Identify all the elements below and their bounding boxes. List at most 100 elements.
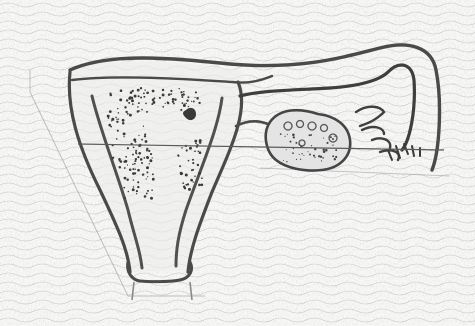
endometrium-dot bbox=[147, 176, 148, 177]
endometrium-dot bbox=[135, 169, 136, 170]
endometrium-dot bbox=[192, 181, 193, 182]
endometrium-dot bbox=[108, 117, 110, 119]
ovary-dot bbox=[313, 155, 315, 157]
endometrium-dot bbox=[134, 160, 136, 162]
endometrium-dot bbox=[198, 151, 200, 153]
endometrium-dot bbox=[128, 97, 131, 100]
endometrium-dot bbox=[146, 156, 149, 159]
endometrium-dot bbox=[128, 191, 130, 193]
endometrium-dot bbox=[152, 90, 155, 93]
ovary-dot bbox=[332, 145, 333, 146]
endometrium-dot bbox=[149, 159, 152, 162]
endometrium-dot bbox=[123, 187, 125, 189]
endometrium-dot bbox=[117, 108, 118, 109]
endometrium-dot bbox=[110, 126, 112, 128]
endometrium-dot bbox=[136, 193, 137, 194]
endometrium-dot bbox=[124, 177, 127, 180]
endometrium-dot bbox=[127, 164, 128, 165]
endometrium-dot bbox=[201, 177, 203, 179]
endometrium-dot bbox=[191, 169, 193, 171]
endometrium-dot bbox=[118, 118, 119, 119]
endometrium-dot bbox=[146, 193, 148, 195]
endometrium-dot bbox=[132, 188, 135, 191]
endometrium-dot bbox=[125, 156, 127, 158]
endometrium-dot bbox=[150, 153, 152, 155]
endometrium-dot bbox=[180, 91, 182, 93]
endometrium-dot bbox=[143, 96, 145, 98]
endometrium-dot bbox=[181, 147, 183, 149]
endometrium-dot bbox=[194, 97, 195, 98]
endometrium-dot bbox=[152, 173, 154, 175]
endometrium-dot bbox=[127, 147, 129, 149]
endometrium-dot bbox=[120, 160, 123, 163]
endometrium-dot bbox=[129, 114, 132, 117]
ovary-dot bbox=[318, 155, 320, 157]
endometrium-dot bbox=[145, 140, 148, 143]
endometrium-dot bbox=[183, 91, 184, 92]
endometrium-dot bbox=[138, 152, 141, 155]
endometrium-dot bbox=[136, 190, 138, 192]
endometrium-dot bbox=[143, 126, 144, 127]
endometrium-dot bbox=[162, 93, 165, 96]
endometrium-dot bbox=[152, 178, 155, 181]
endometrium-dot bbox=[186, 103, 187, 104]
endometrium-dot bbox=[125, 111, 127, 113]
endometrium-dot bbox=[187, 96, 189, 98]
endometrium-dot bbox=[178, 88, 179, 89]
endometrium-dot bbox=[195, 142, 197, 144]
endometrium-dot bbox=[137, 186, 139, 188]
ovary-dot bbox=[322, 149, 324, 151]
endometrium-dot bbox=[120, 89, 123, 92]
endometrium-dot bbox=[162, 89, 164, 91]
endometrium-dot bbox=[144, 133, 146, 135]
endometrium-dot bbox=[132, 103, 134, 105]
endometrium-dot bbox=[132, 164, 134, 166]
endometrium-dot bbox=[185, 174, 188, 177]
ovary-dot bbox=[334, 136, 335, 137]
endometrium-dot bbox=[138, 102, 140, 104]
endometrium-dot bbox=[186, 99, 188, 101]
endometrium-dot bbox=[132, 168, 134, 170]
endometrium-dot bbox=[180, 172, 183, 175]
endometrium-dot bbox=[136, 153, 137, 154]
endometrium-dot bbox=[123, 136, 124, 137]
endometrium-dot bbox=[188, 188, 191, 191]
endometrium-dot bbox=[138, 110, 140, 112]
endometrium-dot bbox=[118, 112, 120, 114]
ovary-dot bbox=[310, 134, 312, 136]
endometrium-dot bbox=[146, 171, 148, 173]
endometrium-dot bbox=[185, 184, 187, 186]
endometrium-dot bbox=[172, 98, 175, 101]
ovary-dot bbox=[311, 145, 312, 146]
endometrium-dot bbox=[146, 178, 147, 179]
endometrium-dot bbox=[198, 184, 201, 187]
ovary-dot bbox=[309, 134, 311, 136]
endometrium-dot bbox=[131, 99, 134, 102]
endometrium-dot bbox=[122, 119, 125, 122]
endometrium-dot bbox=[140, 158, 143, 161]
ovary-dot bbox=[299, 154, 300, 155]
endometrium-dot bbox=[109, 110, 112, 113]
ovary-dot bbox=[326, 142, 328, 144]
endometrium-dot bbox=[116, 119, 117, 120]
endometrium-dot bbox=[117, 130, 119, 132]
endometrium-dot bbox=[135, 150, 137, 152]
endometrium-dot bbox=[199, 141, 201, 143]
endometrium-dot bbox=[167, 102, 169, 104]
endometrium-dot bbox=[144, 89, 145, 90]
ovary-dot bbox=[284, 136, 285, 137]
ovary-dot bbox=[295, 142, 297, 144]
endometrium-dot bbox=[146, 166, 149, 169]
endometrium-dot bbox=[132, 90, 134, 92]
endometrium-dot bbox=[142, 174, 144, 176]
endometrium-dot bbox=[146, 111, 148, 113]
endometrium-dot bbox=[143, 157, 145, 159]
endometrium-dot bbox=[183, 104, 186, 107]
endometrium-dot bbox=[124, 106, 126, 108]
endometrium-dot bbox=[149, 163, 150, 164]
endometrium-dot bbox=[138, 95, 140, 97]
endometrium-dot bbox=[165, 103, 166, 104]
